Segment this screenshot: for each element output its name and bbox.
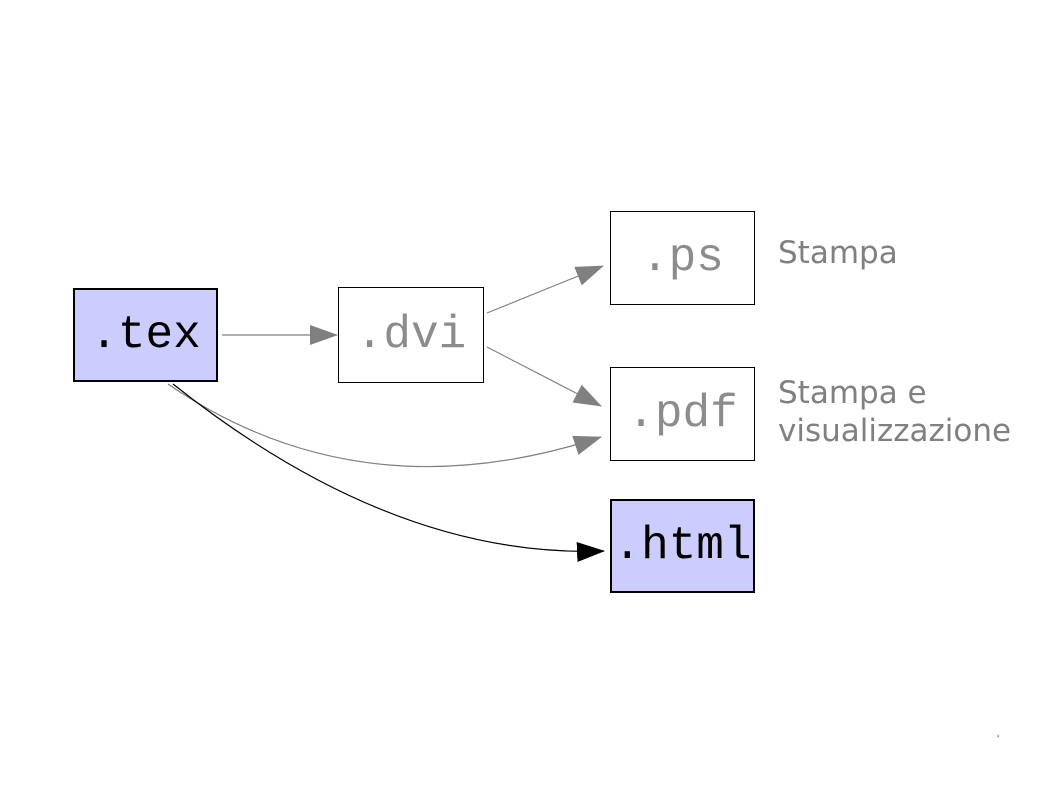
node-dvi-label: .dvi [355, 309, 467, 361]
node-pdf-label: .pdf [627, 388, 738, 440]
note-stampa: Stampa [778, 235, 898, 271]
arrow-tex-to-pdf [167, 383, 602, 468]
node-pdf: .pdf [610, 367, 755, 461]
node-ps-label: .ps [641, 232, 724, 284]
arrow-tex-to-html [172, 383, 605, 563]
arrow-dvi-to-ps [486, 265, 604, 314]
node-dvi: .dvi [338, 287, 484, 383]
note-stampa-e-visualizzazione: Stampa e visualizzazione [778, 375, 1012, 449]
arrow-dvi-to-pdf [486, 346, 602, 407]
node-ps: .ps [610, 211, 755, 305]
node-tex: .tex [73, 288, 218, 382]
node-tex-label: .tex [90, 309, 201, 361]
footer-dot-mark: . [996, 725, 1001, 741]
node-html-label: .html [613, 520, 752, 572]
node-html: .html [610, 499, 755, 593]
